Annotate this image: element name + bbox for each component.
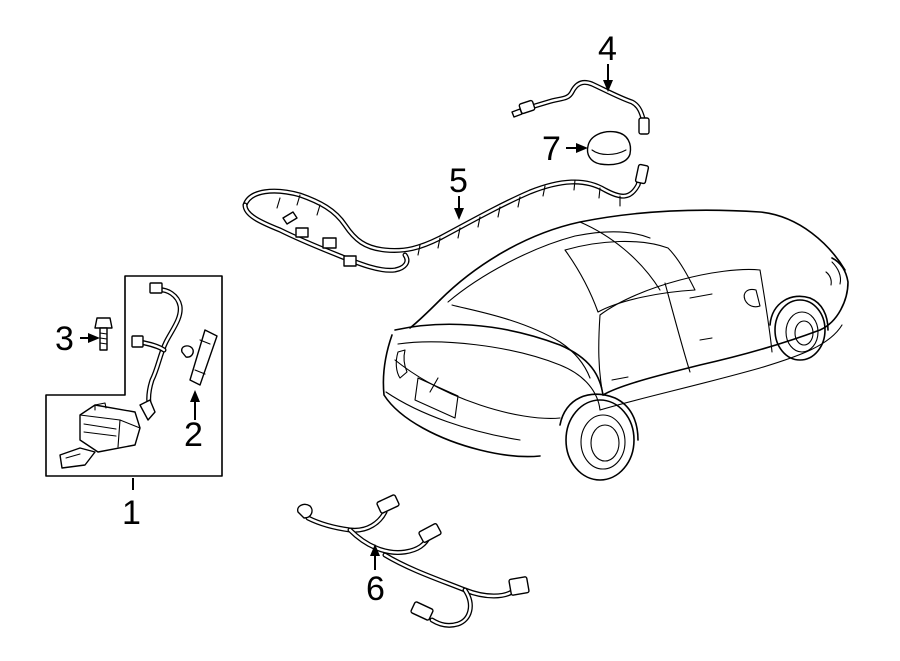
part-4-antenna-cable <box>511 79 650 135</box>
part-1-group <box>45 275 223 477</box>
front-wheel <box>769 295 829 361</box>
part-1-frame <box>45 275 223 477</box>
callout-5[interactable]: 5 <box>449 162 468 200</box>
callout-1[interactable]: 1 <box>122 494 141 532</box>
part-6-harness <box>297 494 530 628</box>
callout-2[interactable]: 2 <box>184 416 203 454</box>
part-5-harness <box>242 163 650 273</box>
callout-3[interactable]: 3 <box>55 320 74 358</box>
callout-arrows <box>80 64 613 570</box>
part-3-bolt <box>94 317 113 351</box>
car-illustration <box>382 209 849 481</box>
callout-labels: 1 2 3 4 5 6 7 <box>55 30 617 608</box>
callout-7[interactable]: 7 <box>542 130 561 168</box>
part-2-bracket <box>180 329 218 386</box>
rear-wheel <box>559 393 639 481</box>
callout-6[interactable]: 6 <box>366 570 385 608</box>
part-7-antenna-base <box>586 130 632 166</box>
callout-4[interactable]: 4 <box>598 30 617 68</box>
